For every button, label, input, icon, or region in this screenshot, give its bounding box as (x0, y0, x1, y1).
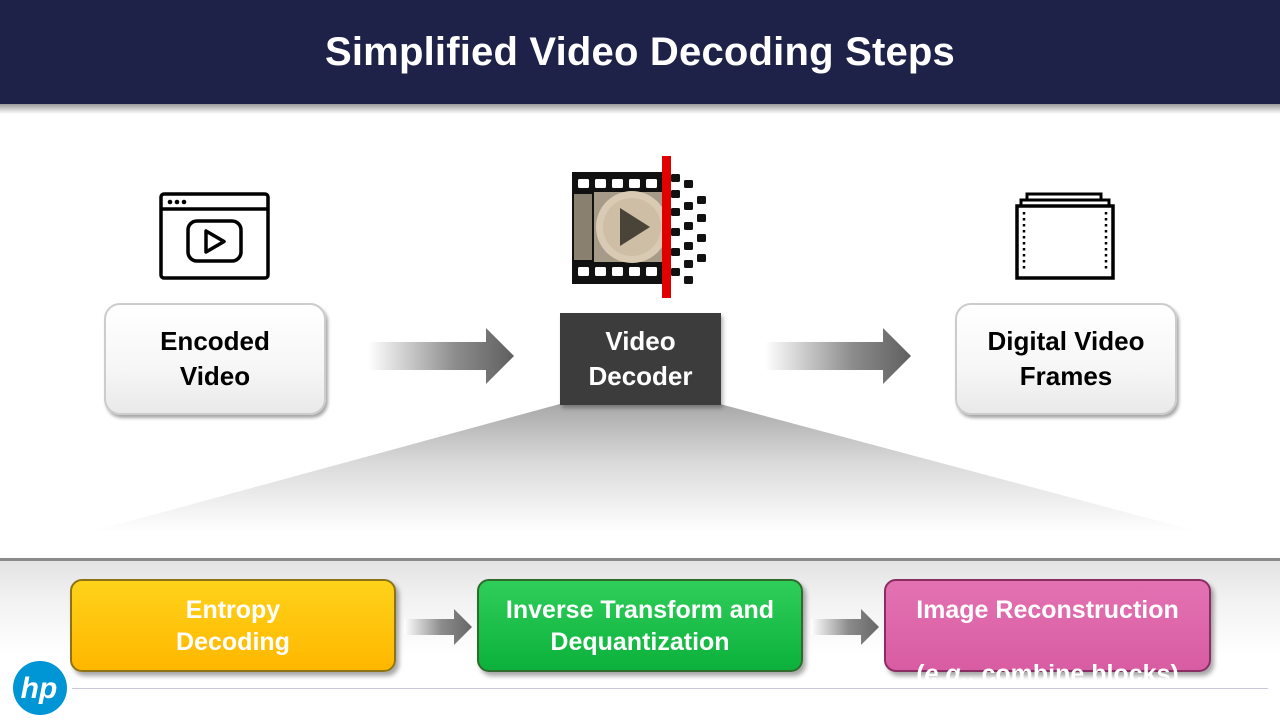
slide-title: Simplified Video Decoding Steps (324, 29, 955, 74)
encoded-video-box: Encoded Video (104, 303, 326, 415)
image-reconstruction-label: Image Reconstruction (e.g., combine bloc… (916, 562, 1179, 690)
decoder-expansion-funnel (90, 404, 1200, 532)
video-player-window-icon (159, 192, 270, 280)
header-divider (0, 104, 1280, 114)
reconstruction-example-text: , combine blocks) (967, 659, 1179, 688)
footer-rule (72, 688, 1268, 689)
reconstruction-paren-open: ( (916, 659, 925, 688)
decoder-divider-bar (662, 156, 671, 298)
reconstruction-title: Image Reconstruction (916, 595, 1179, 624)
hp-logo: hp (13, 661, 67, 715)
entropy-decoding-step: Entropy Decoding (70, 579, 396, 672)
video-decoder-box: Video Decoder (560, 313, 721, 405)
arrow-transform-to-reconstruction (811, 609, 879, 645)
stacked-frames-icon (1015, 192, 1115, 280)
film-strip-decoding-icon (572, 156, 706, 298)
arrow-decoder-to-frames (765, 328, 911, 384)
reconstruction-example-abbrev: e.g. (924, 659, 968, 688)
inverse-transform-step: Inverse Transform and Dequantization (477, 579, 803, 672)
arrow-entropy-to-transform (404, 609, 472, 645)
arrow-encoded-to-decoder (368, 328, 514, 384)
image-reconstruction-step: Image Reconstruction (e.g., combine bloc… (884, 579, 1211, 688)
hp-logo-text: hp (21, 672, 58, 705)
digital-video-frames-box: Digital Video Frames (955, 303, 1177, 415)
title-bar: Simplified Video Decoding Steps (0, 0, 1280, 104)
